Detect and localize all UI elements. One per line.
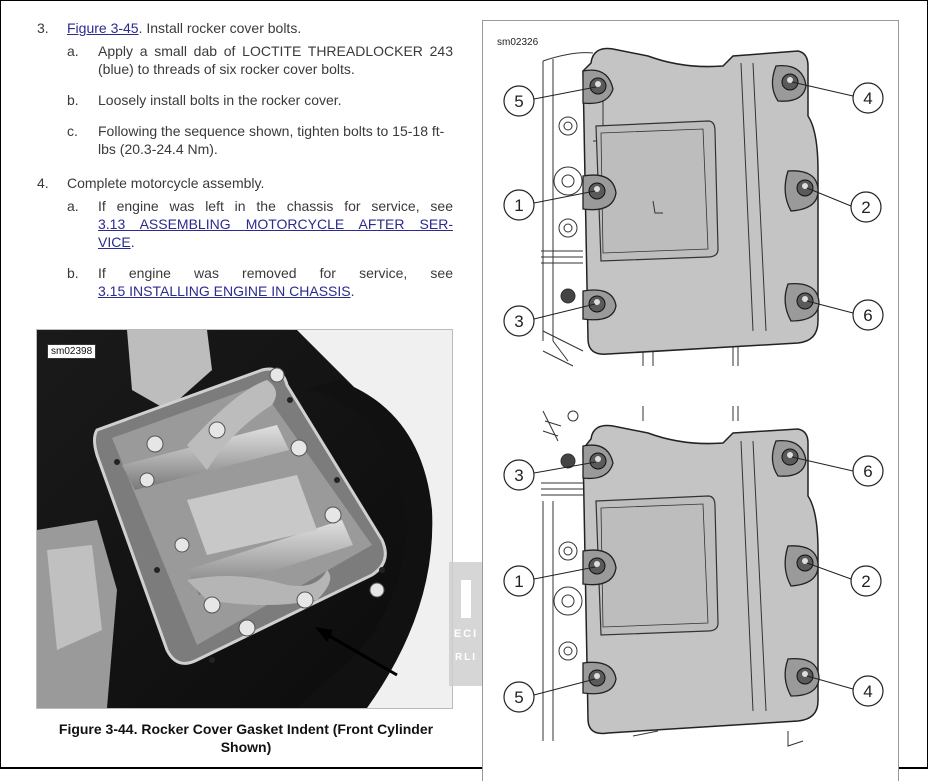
figure-tag: sm02326 (497, 37, 539, 48)
step-number: 4. (37, 175, 49, 191)
callout-number: 3 (514, 312, 523, 331)
step-3-text: Figure 3-45. Install rocker cover bolts. (67, 19, 457, 37)
callout-number: 5 (514, 92, 523, 111)
callout-number: 4 (863, 89, 872, 108)
step-3-label: . Install rocker cover bolts. (138, 20, 302, 36)
substep-4b: If engine was removed for service, see 3… (98, 264, 453, 300)
substep-letter: b. (67, 92, 79, 108)
callout-number: 2 (861, 572, 870, 591)
substep-4b-text: If engine was removed for service, see (98, 265, 453, 281)
caption-line-1: Figure 3-44. Rocker Cover Gasket Indent … (58, 721, 434, 737)
installing-engine-link[interactable]: 3.15 INSTALLING ENGINE IN CHASSIS (98, 283, 351, 299)
figure-3-44-caption: Figure 3-44. Rocker Cover Gasket Indent … (34, 720, 458, 756)
callout-number: 2 (861, 198, 870, 217)
callout-number: 1 (514, 196, 523, 215)
step-4-text: Complete motorcycle assembly. (67, 175, 265, 191)
callout-number: 3 (514, 466, 523, 485)
substep-4a: If engine was left in the chassis for se… (98, 197, 453, 251)
assembling-motorcycle-link-cont[interactable]: VICE (98, 234, 131, 250)
callout-number: 4 (863, 682, 872, 701)
watermark-text: RLI (454, 652, 478, 663)
callout-number: 6 (863, 306, 872, 325)
substep-4a-text: If engine was left in the chassis for se… (98, 198, 453, 214)
assembling-motorcycle-link[interactable]: 3.13 ASSEMBLING MOTORCYCLE AFTER SER- (98, 216, 453, 232)
substep-letter: b. (67, 265, 79, 281)
bolt-sequence-drawing: 5 1 3 4 2 6 (503, 47, 884, 747)
figure-tag: sm02398 (47, 344, 97, 359)
punctuation: . (130, 234, 135, 250)
substep-3a-text: Apply a small dab of LOCTITE THREADLOCKE… (98, 43, 453, 77)
callout-number: 1 (514, 572, 523, 591)
substep-3b-text: Loosely install bolts in the rocker cove… (98, 92, 342, 108)
engine-photo-illustration (37, 330, 452, 708)
top-rocker-cover: 5 1 3 4 2 6 (503, 47, 884, 367)
watermark-text: ECI (453, 628, 479, 640)
substep-letter: c. (67, 123, 78, 139)
callout-number: 5 (514, 688, 523, 707)
substep-letter: a. (67, 198, 79, 214)
substep-letter: a. (67, 43, 79, 59)
figure-3-45-diagram: sm02326 (482, 20, 899, 781)
callout-number: 6 (863, 462, 872, 481)
bottom-rocker-cover: 3 1 5 6 2 4 (503, 406, 884, 747)
figure-3-45-link[interactable]: Figure 3-45 (67, 20, 139, 36)
watermark: ECI RLI (449, 562, 483, 686)
substep-3c-text: Following the sequence shown, tighten bo… (98, 123, 445, 157)
caption-line-2: Shown) (220, 739, 272, 755)
step-number: 3. (37, 20, 49, 36)
punctuation: . (350, 283, 355, 299)
figure-3-44-photo: sm02398 (36, 329, 453, 709)
